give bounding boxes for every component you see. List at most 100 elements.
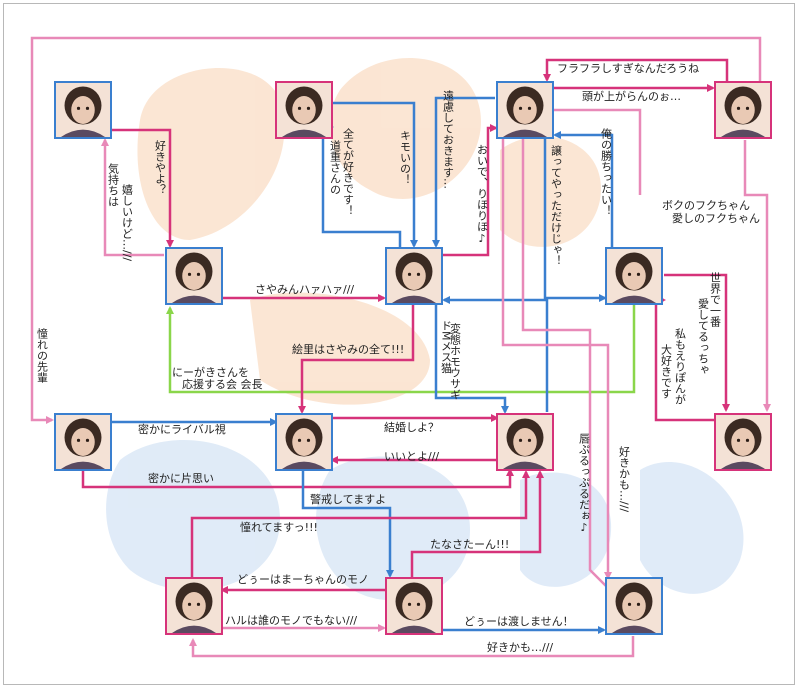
portrait-eye [196, 272, 201, 276]
portrait-shirt [392, 625, 436, 633]
edge-sukikamo-h [189, 636, 635, 658]
portrait-shirt [503, 461, 547, 469]
portrait-eye [407, 602, 412, 606]
edge-domesu [434, 305, 509, 414]
label-kimoi: キモいの！ [399, 130, 412, 185]
portrait-shirt [282, 461, 326, 469]
edge-kimoi [332, 101, 418, 248]
bg-blue-shape-2 [316, 456, 470, 601]
label-haru: ハルは誰のモノでもない/// [225, 613, 357, 627]
portrait-eye [76, 438, 81, 442]
portrait-face [292, 428, 316, 456]
person-portrait-n4 [714, 81, 772, 139]
portrait-eye [76, 106, 81, 110]
label-akogare-senpai: 憧れの先輩 [36, 327, 49, 384]
label-sukikamo-h: 好きかも…/// [487, 640, 553, 654]
label-nigaki: にーがきさんを [172, 365, 249, 379]
bg-orange-shape-3 [500, 136, 601, 247]
portrait-eye [306, 438, 311, 442]
portrait-shirt [61, 129, 105, 137]
label-michishige: 道重さんの [329, 139, 342, 195]
bg-blue-shape-1 [106, 440, 280, 591]
label-watashimo: 私もえりぽんが [674, 328, 687, 405]
portrait-shirt [612, 625, 656, 633]
portrait-eye [627, 602, 632, 606]
edge-furafura [543, 58, 729, 82]
portrait-face [513, 96, 537, 124]
portrait-face [71, 428, 95, 456]
label-ureshii: 嬉しいけど…/// [121, 183, 134, 262]
edge-yuzutte [543, 135, 607, 302]
edge-n5-to-n12 [553, 108, 642, 195]
background-decoration [106, 57, 744, 601]
label-itoshino: 愛しのフクちゃん [672, 212, 760, 225]
portrait-eye [306, 106, 311, 110]
label-sayamin: さやみんハァハァ/// [255, 283, 354, 296]
portrait-eye [187, 602, 192, 606]
label-keikai: 警戒してますよ [310, 492, 386, 506]
label-furafura: フラフラしすぎなんだろうね [557, 61, 699, 75]
label-ore: 俺の勝ちったい！ [600, 127, 613, 216]
vertical-labels: 好きやよ？ 嬉しいけど…/// 気持ちは 全てが好きです！ 道重さんの キモいの… [36, 90, 722, 534]
person-portrait-n11 [385, 577, 443, 635]
edge-akogare-masu [190, 470, 530, 578]
portrait-face [731, 428, 755, 456]
portrait-face [622, 592, 646, 620]
label-daisuki: 大好きです [660, 343, 673, 399]
label-domesu: ドMメス猫 [440, 320, 453, 374]
portrait-eye [416, 272, 421, 276]
portrait-face [731, 96, 755, 124]
edge-ore [553, 131, 614, 248]
person-portrait-n6 [385, 247, 443, 305]
portrait-shirt [721, 129, 765, 137]
portrait-eye [518, 106, 523, 110]
label-ouen: 応援する会 会長 [182, 377, 263, 391]
portrait-shirt [172, 625, 216, 633]
person-portrait-n5 [496, 81, 554, 139]
edge-suki-yo [108, 128, 174, 248]
portrait-shirt [612, 295, 656, 303]
portrait-eye [745, 438, 750, 442]
edge-oide [442, 124, 498, 257]
bg-orange-shape-2 [330, 57, 481, 199]
label-mimi: 唇ぷるっぷるだぉ♪ [578, 433, 591, 534]
edge-keikai [301, 470, 394, 578]
frame-border [3, 3, 795, 685]
person-portrait-n8 [275, 413, 333, 471]
label-kimochi: 気持ちは [107, 162, 120, 207]
label-iiyo: いいとよ/// [384, 450, 439, 463]
portrait-face [402, 262, 426, 290]
portrait-shirt [503, 129, 547, 137]
label-yuzutte: 譲ってやっただけじゃ！ [550, 144, 563, 266]
portrait-shirt [282, 129, 326, 137]
portrait-eye [297, 106, 302, 110]
label-hentai: 変態ホモウサギ [449, 322, 462, 400]
portrait-eye [407, 272, 412, 276]
portrait-eye [187, 272, 192, 276]
bg-orange-shape-1 [137, 67, 285, 240]
portrait-shirt [392, 295, 436, 303]
portrait-eye [527, 438, 532, 442]
label-dooo: どぅーはまーちゃんのモノ [237, 573, 369, 586]
portrait-eye [416, 602, 421, 606]
label-atama: 頭が上がらんのぉ… [582, 89, 681, 103]
edge-hentai [442, 296, 549, 412]
edge-hisoka-kata [81, 465, 514, 489]
person-portrait-n9 [496, 413, 554, 471]
portrait-face [182, 592, 206, 620]
label-aishiteru: 愛してるっちゃ [697, 298, 710, 375]
label-hisoka-kata: 密かに片思い [148, 471, 214, 485]
portrait-eye [85, 106, 90, 110]
edge-labels: フラフラしすぎなんだろうね 頭が上がらんのぉ… ボクのフクちゃん 愛しのフクちゃ… [138, 61, 760, 654]
edge-mimi [521, 135, 611, 591]
portrait-shirt [721, 461, 765, 469]
edges [30, 36, 771, 658]
edge-nigaki [166, 305, 636, 394]
edge-eri [298, 305, 415, 414]
label-eri: 絵里はさやみの全て!!! [292, 342, 404, 356]
bg-blue-shape-3 [520, 472, 612, 587]
label-dooo-watashi: どぅーは渡しません！ [464, 614, 574, 628]
person-portrait-n7 [605, 247, 663, 305]
label-enryo: 遠慮しておきます… [442, 90, 455, 189]
